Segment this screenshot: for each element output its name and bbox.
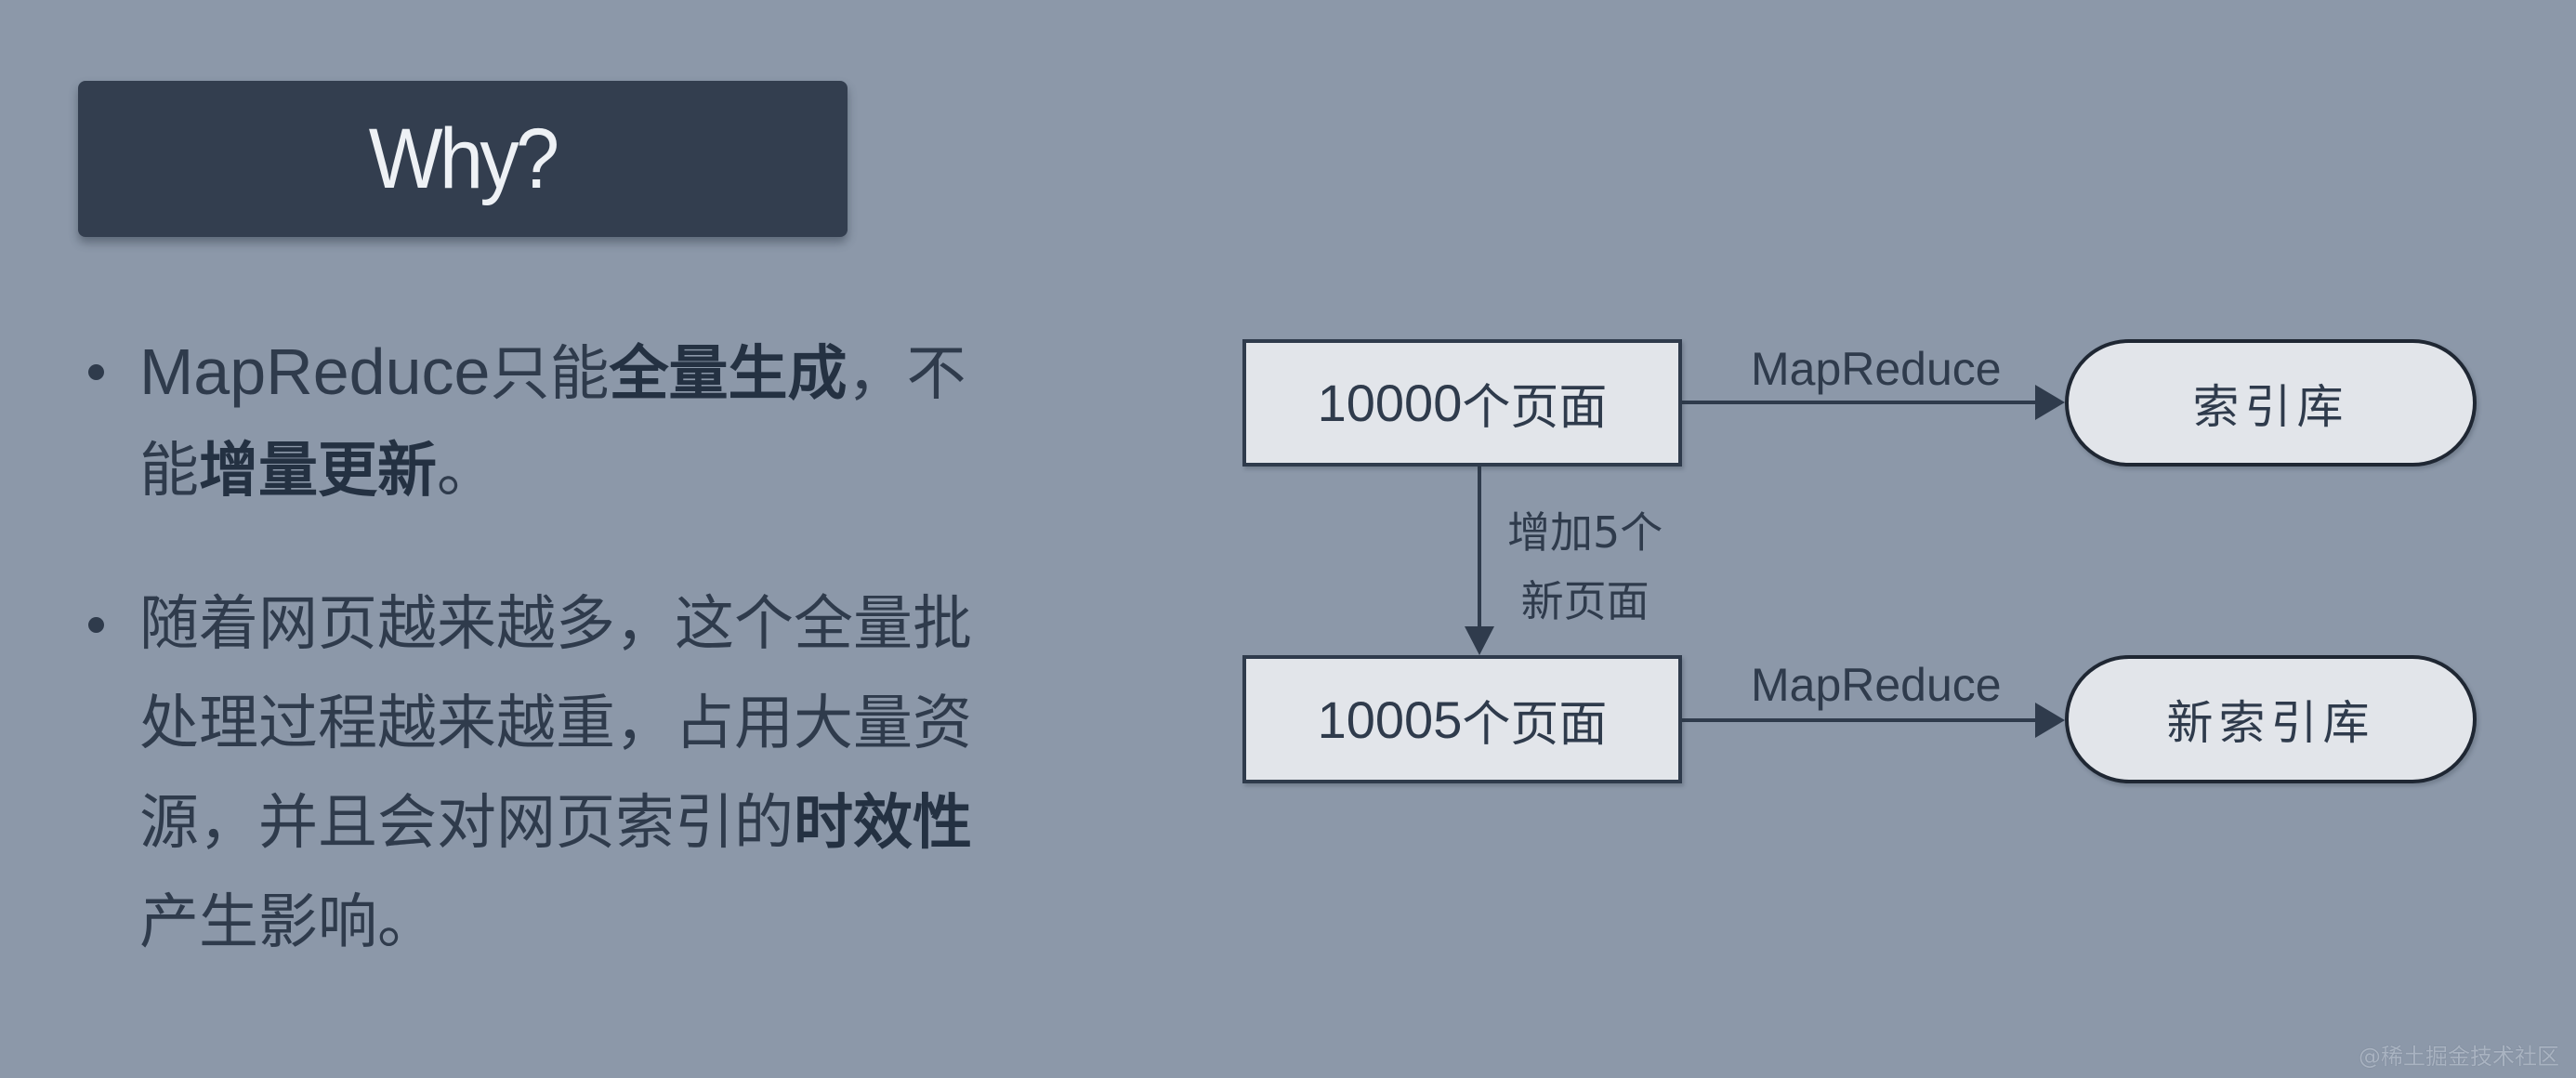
emphasis-text: 全量生成 [609,340,848,409]
bullet-text: ，不 [847,340,966,409]
emphasis-text: 时效性 [794,789,972,858]
title-banner: Why? [78,81,848,237]
bullet-text: 能 [139,437,199,506]
node-suffix: 个页面 [1462,696,1608,753]
edge-label-bottom: MapReduce [1751,659,2002,711]
node-label: 索引库 [2192,379,2349,434]
bullet-2-line-2: 处理过程越来越重，占用大量资 [139,675,972,774]
bullet-text: 只能 [490,340,610,409]
node-number: 10000 [1317,374,1463,432]
bullet-2-line-3: 源，并且会对网页索引的时效性 [139,774,972,874]
bullet-text: MapReduce [139,335,491,408]
node-label: 新索引库 [2166,696,2375,750]
bullet-dot-icon [88,617,104,633]
node-number: 10005 [1317,690,1463,749]
bullet-text: 。 [437,437,496,506]
edge-label-vertical: 增加5个 新页面 [1507,498,1663,636]
node-new-index: 新索引库 [2065,655,2477,783]
bullet-1-line-2: 能增量更新。 [139,422,496,521]
watermark: @稀土掘金技术社区 [2359,1044,2559,1070]
bullet-text: 产生影响。 [139,888,437,957]
node-suffix: 个页面 [1462,380,1608,436]
bullet-1-line-1: MapReduce只能全量生成，不 [139,322,966,422]
emphasis-text: 增量更新 [199,437,437,506]
bullet-2-line-1: 随着网页越来越多，这个全量批 [139,575,972,675]
node-index: 索引库 [2065,339,2477,467]
bullet-text: 随着网页越来越多，这个全量批 [139,590,972,659]
edge-label-top: MapReduce [1751,343,2002,395]
bullet-2-line-4: 产生影响。 [139,874,437,973]
arrowhead-icon [1465,626,1494,655]
bullet-dot-icon [88,364,104,380]
bullet-text: 源，并且会对网页索引的 [139,789,794,858]
arrowhead-icon [2035,385,2065,420]
edge-label-line-1: 增加5个 [1507,507,1663,558]
bullet-text: 处理过程越来越重，占用大量资 [139,690,972,758]
arrowhead-icon [2035,703,2065,738]
page-title: Why? [369,112,559,206]
edge-label-line-2: 新页面 [1520,576,1649,626]
